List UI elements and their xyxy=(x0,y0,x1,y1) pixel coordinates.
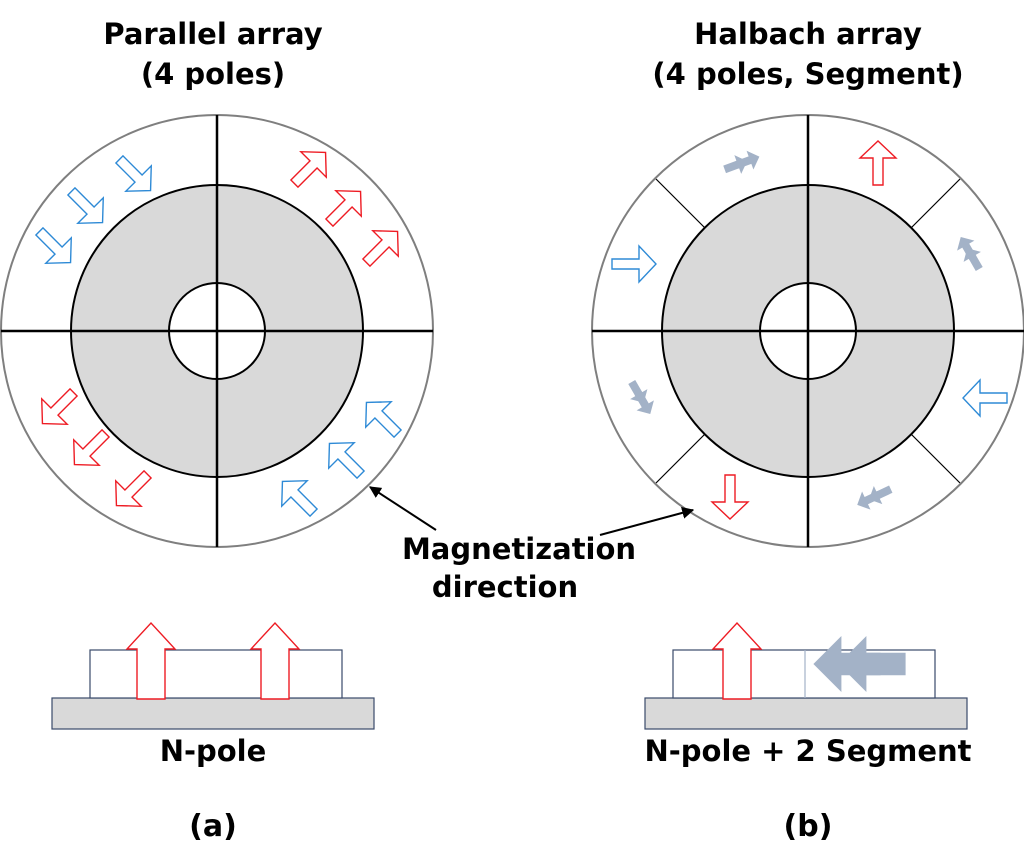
halbach-array-rotor xyxy=(591,114,1024,548)
magnetization-arrow-red xyxy=(361,229,400,268)
panel-b-letter: (b) xyxy=(784,809,833,844)
annotation-line1: Magnetization xyxy=(402,532,636,566)
magnetization-arrow-red xyxy=(324,189,363,228)
magnetization-arrow-blue xyxy=(34,226,73,265)
panel-a-bottom-label: N-pole xyxy=(160,734,267,768)
linear-magnet-block xyxy=(89,649,343,699)
linear-arrow-red xyxy=(711,621,763,700)
panel-b-bottom-label: N-pole + 2 Segment xyxy=(644,734,971,768)
magnetization-arrow-red xyxy=(114,469,153,508)
segment-arrow-gray xyxy=(957,236,977,260)
panel-b-title-line2: (4 poles, Segment) xyxy=(652,57,963,91)
magnetization-arrow-red xyxy=(858,140,898,186)
magnetization-arrow-red xyxy=(72,428,111,467)
magnetization-arrow-blue xyxy=(114,154,153,193)
magnetization-arrow-blue xyxy=(327,441,366,480)
magnetization-arrow-red xyxy=(710,474,750,520)
linear-arrow-red xyxy=(125,621,177,700)
magnetization-arrow-red xyxy=(40,387,79,426)
panel-a-title-line1: Parallel array xyxy=(103,17,322,51)
annotation-pointer-right xyxy=(599,507,695,536)
linear-back-iron xyxy=(644,697,968,730)
magnetization-arrow-blue xyxy=(364,400,403,439)
segment-divider-nw xyxy=(655,178,706,229)
annotation-pointer-left xyxy=(368,486,437,531)
segment-divider-sw xyxy=(655,433,706,484)
segment-divider-ne xyxy=(910,178,961,229)
panel-b-title-line1: Halbach array xyxy=(694,17,922,51)
panel-a-letter: (a) xyxy=(189,809,237,844)
linear-segment-arrow-gray xyxy=(813,636,881,692)
segment-arrow-gray xyxy=(634,391,654,415)
magnetization-arrow-blue xyxy=(280,479,319,518)
segment-divider-se xyxy=(910,433,961,484)
magnetization-arrow-blue xyxy=(66,186,105,225)
segment-arrow-gray xyxy=(735,150,760,170)
magnetization-arrow-red xyxy=(289,150,328,189)
parallel-linear-diagram xyxy=(51,621,375,730)
panel-a-title-line2: (4 poles) xyxy=(141,57,285,91)
linear-arrow-red xyxy=(249,621,301,700)
magnetization-arrow-blue xyxy=(611,244,657,284)
segment-arrow-gray xyxy=(857,491,881,510)
parallel-array-rotor xyxy=(0,114,434,548)
magnetization-arrow-blue xyxy=(962,378,1008,418)
annotation-line2: direction xyxy=(432,570,578,604)
halbach-linear-diagram xyxy=(644,621,968,730)
linear-back-iron xyxy=(51,697,375,730)
